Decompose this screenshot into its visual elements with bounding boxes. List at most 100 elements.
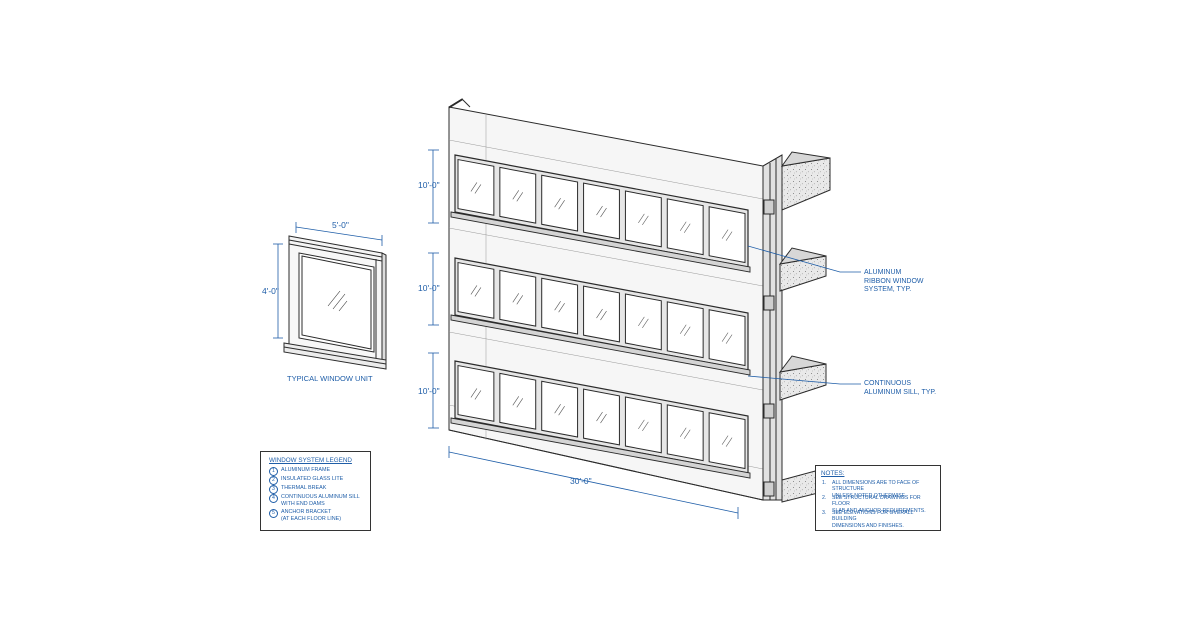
glass-glint [470,182,478,192]
window-bands [450,154,751,479]
glass-pane [666,301,704,359]
legend-box: WINDOW SYSTEM LEGEND 1 ALUMINUM FRAME 2 … [260,451,371,531]
note-item: 2. SEE STRUCTURAL DRAWINGS FOR FLOOR SLA… [822,495,938,514]
glass-glint [725,437,733,447]
legend-item: 1 ALUMINUM FRAME [269,467,369,485]
floor-height-dimension: 10'-0" [418,386,440,396]
glass-pane [499,166,537,224]
glass-glint [683,429,691,439]
typical-window-unit [283,235,387,370]
glass-glint [558,302,565,313]
glass-glint [642,318,649,329]
glass-pane [624,190,662,248]
glass-glint [516,295,524,305]
glass-glint [596,411,603,422]
aluminum-sill [450,417,751,479]
note-number: 1. [822,480,827,486]
glass-glint [679,427,687,437]
glass-pane [499,269,537,327]
legend-text: CONTINUOUS ALUMINUM SILL WITH END DAMS [281,494,360,507]
legend-text: ANCHOR BRACKET (AT EACH FLOOR LINE) [281,509,342,522]
glass-glint [512,293,520,303]
glass-glint [558,405,565,416]
notes-box: NOTES: 1. ALL DIMENSIONS ARE TO FACE OF … [815,465,941,531]
legend-number: 5 [269,509,278,518]
glass-pane [708,412,746,470]
glass-glint [474,390,482,400]
glass-glint [679,221,687,231]
glass-glint [600,413,607,424]
glass-glint [554,197,561,208]
notes-title: NOTES: [821,470,845,477]
glass-glint [596,308,603,319]
legend-number: 4 [269,494,278,503]
glass-pane [457,158,495,216]
overall-width-dimension: 30'-0" [570,476,592,486]
legend-item: 5 ANCHOR BRACKET (AT EACH FLOOR LINE) [269,509,369,527]
legend-number: 2 [269,476,278,485]
sill-callout: CONTINUOUS ALUMINUM SILL, TYP. [864,380,937,396]
glass-pane [541,277,579,335]
glass-glint [600,207,607,218]
glass-pane [583,388,620,446]
legend-title: WINDOW SYSTEM LEGEND [269,457,352,464]
glass-glint [474,184,482,194]
glass-glint [721,435,729,445]
glass-glint [600,310,607,321]
glass-pane [624,293,662,351]
legend-item: 2 INSULATED GLASS LITE [269,476,369,494]
note-number: 3. [822,510,827,516]
glass-glint [516,398,524,408]
unit-caption: TYPICAL WINDOW UNIT [287,374,373,383]
glass-pane [541,380,579,438]
glass-glint [721,229,729,239]
legend-number: 1 [269,467,278,476]
legend-item: 4 CONTINUOUS ALUMINUM SILL WITH END DAMS [269,494,369,512]
note-item: 1. ALL DIMENSIONS ARE TO FACE OF STRUCTU… [822,480,938,499]
glass-glint [642,215,649,226]
note-text: SEE STRUCTURAL DRAWINGS FOR FLOOR SLAB A… [832,495,926,514]
glass-glint [638,316,645,327]
glass-glint [554,403,561,414]
legend-item: 3 THERMAL BREAK [269,485,369,503]
glass-glint [470,388,478,398]
glass-glint [638,213,645,224]
glass-pane [708,206,746,264]
legend-text: INSULATED GLASS LITE [281,476,344,482]
glass-pane [666,404,704,462]
glass-glint [683,326,691,336]
unit-dimension-lines [273,222,383,339]
glass-pane [624,396,662,454]
unit-height-dimension: 4'-0" [262,286,279,296]
glass-pane [666,198,704,256]
legend-text: ALUMINUM FRAME [281,467,331,473]
glass-glint [638,419,645,430]
glass-glint [725,334,733,344]
note-text: ALL DIMENSIONS ARE TO FACE OF STRUCTURE … [832,480,920,499]
glass-glint [596,205,603,216]
glass-pane [708,309,746,367]
legend-number: 3 [269,485,278,494]
unit-width-dimension: 5'-0" [332,220,349,230]
glass-glint [679,324,687,334]
note-item: 3. SEE ELEVATIONS FOR OVERALL BUILDING D… [822,510,938,529]
floor-height-dimension: 10'-0" [418,283,440,293]
glass-pane [457,364,495,422]
glass-glint [683,223,691,233]
glass-glint [721,332,729,342]
glass-glint [512,396,520,406]
glass-pane [541,174,579,232]
glass-glint [470,285,478,295]
glass-glint [516,192,524,202]
glass-pane [457,261,495,319]
glass-glint [642,421,649,432]
glass-glint [558,199,565,210]
legend-text: THERMAL BREAK [281,485,327,491]
glass-pane [499,372,537,430]
note-text: SEE ELEVATIONS FOR OVERALL BUILDING DIME… [832,510,914,529]
glass-pane [583,182,620,240]
glass-glint [725,231,733,241]
floor-dimension-lines [428,149,739,519]
aluminum-sill [450,211,751,273]
